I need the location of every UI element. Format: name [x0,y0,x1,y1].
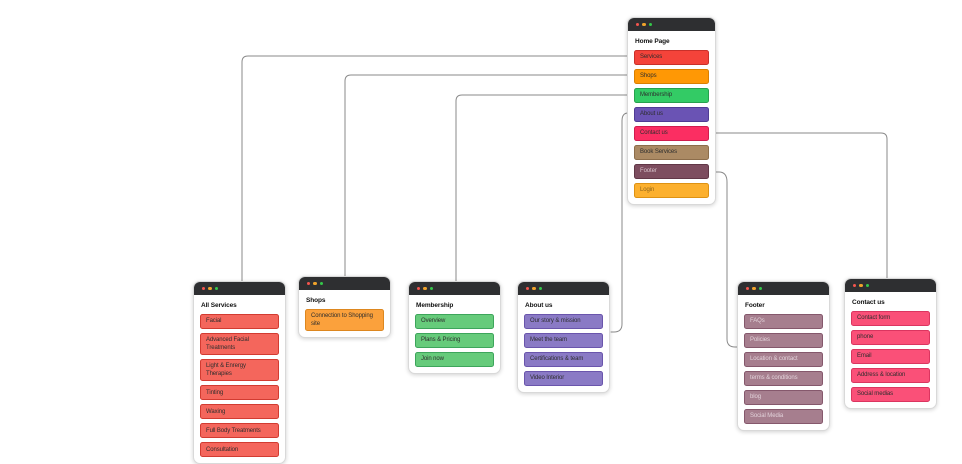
node-video-interior[interactable]: Video Interior [524,371,603,386]
node-services[interactable]: Services [634,50,709,65]
node-join-now[interactable]: Join now [415,352,494,367]
card-title-shops: Shops [306,297,326,304]
node-consultation[interactable]: Consultation [200,442,279,458]
node-certifications-and-team[interactable]: Certifications & team [524,352,603,367]
node-full-body-treatments[interactable]: Full Body Treatments [200,423,279,439]
node-waxing[interactable]: Waxing [200,404,279,420]
traffic-light-zoom-icon [429,286,434,291]
card-title-about-us: About us [525,302,553,309]
window-titlebar [194,282,285,295]
connector-footer [715,171,739,348]
window-titlebar [738,282,829,295]
node-light-and-enrergy-therapies[interactable]: Light & Enrergy Therapies [200,359,279,382]
connector-membership [455,94,628,283]
traffic-light-zoom-icon [538,286,543,291]
node-address-and-location[interactable]: Address & location [851,368,930,383]
window-titlebar [845,279,936,292]
traffic-light-close-icon [636,22,640,27]
node-location-and-contact[interactable]: Location & contact [744,352,823,367]
node-plans-and-pricing[interactable]: Plans & Pricing [415,333,494,348]
card-title-all-services: All Services [201,302,237,309]
traffic-light-minimize-icon [752,286,756,291]
traffic-light-minimize-icon [859,283,863,288]
node-contact-us[interactable]: Contact us [634,126,709,141]
node-tinting[interactable]: Tinting [200,385,279,401]
traffic-light-minimize-icon [208,286,212,291]
traffic-light-minimize-icon [313,281,317,286]
connector-about-us [610,112,631,333]
node-facial[interactable]: Facial [200,314,279,329]
node-social-media[interactable]: Social Media [744,409,823,424]
node-contact-form[interactable]: Contact form [851,311,930,326]
node-meet-the-team[interactable]: Meet the team [524,333,603,348]
traffic-light-zoom-icon [648,22,653,27]
card-title-contact-us: Contact us [852,299,885,306]
traffic-light-zoom-icon [214,286,219,291]
traffic-light-minimize-icon [423,286,427,291]
traffic-light-close-icon [307,281,311,286]
card-title-membership: Membership [416,302,454,309]
traffic-light-close-icon [417,286,421,291]
connector-layer [241,55,888,348]
traffic-light-close-icon [746,286,750,291]
connector-shops [344,74,628,278]
traffic-light-zoom-icon [758,286,763,291]
node-membership[interactable]: Membership [634,88,709,103]
node-advanced-facial-treatments[interactable]: Advanced Facial Treatments [200,333,279,356]
window-titlebar [518,282,609,295]
node-overview[interactable]: Overview [415,314,494,329]
connector-services [241,55,628,283]
window-titlebar [299,277,390,290]
node-terms-and-conditions[interactable]: terms & conditions [744,371,823,386]
window-titlebar [409,282,500,295]
node-blog[interactable]: blog [744,390,823,405]
node-shops[interactable]: Shops [634,69,709,84]
window-titlebar [628,18,715,31]
node-book-services[interactable]: Book Services [634,145,709,160]
node-footer[interactable]: Footer [634,164,709,179]
connector-contact-us [715,132,888,280]
node-connection-to-shopping-site[interactable]: Connection to Shopping site [305,309,384,332]
node-login[interactable]: Login [634,183,709,198]
node-email[interactable]: Email [851,349,930,364]
node-policies[interactable]: Policies [744,333,823,348]
traffic-light-minimize-icon [532,286,536,291]
traffic-light-close-icon [853,283,857,288]
traffic-light-close-icon [202,286,206,291]
node-social-medias[interactable]: Social medias [851,387,930,402]
node-phone[interactable]: phone [851,330,930,345]
card-title-footer: Footer [745,302,765,309]
node-faqs[interactable]: FAQs [744,314,823,329]
card-title-home: Home Page [635,38,670,45]
traffic-light-zoom-icon [865,283,870,288]
node-about-us[interactable]: About us [634,107,709,122]
traffic-light-close-icon [526,286,530,291]
traffic-light-zoom-icon [319,281,324,286]
traffic-light-minimize-icon [642,22,646,27]
node-our-story-and-mission[interactable]: Our story & mission [524,314,603,329]
